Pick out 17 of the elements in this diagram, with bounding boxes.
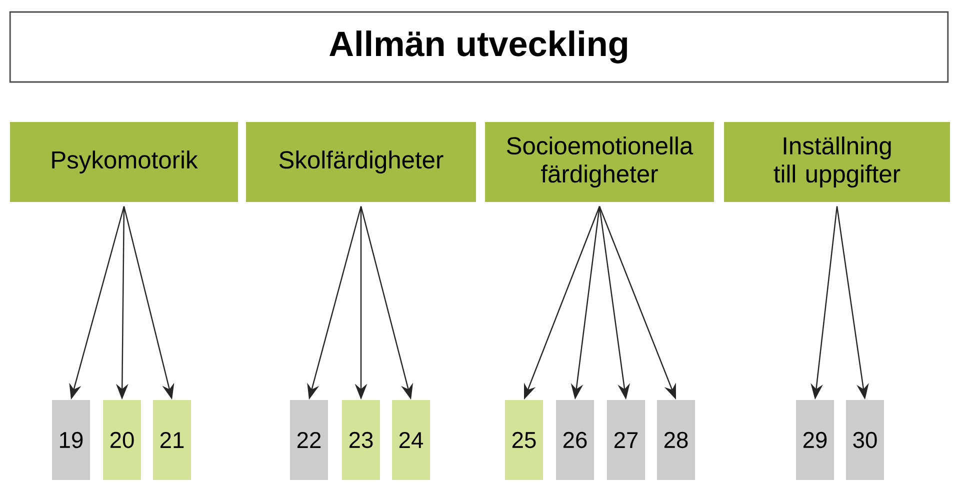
number-box: 30 — [846, 400, 884, 480]
number-box: 24 — [392, 400, 430, 480]
number-box: 19 — [52, 400, 90, 480]
number-box: 25 — [505, 400, 543, 480]
number-box: 22 — [290, 400, 328, 480]
number-box: 27 — [607, 400, 645, 480]
category-box: Socioemotionella färdigheter — [485, 122, 714, 202]
number-box: 28 — [657, 400, 695, 480]
category-box: Inställning till uppgifter — [724, 122, 950, 202]
number-box: 20 — [103, 400, 141, 480]
title-box: Allmän utveckling — [9, 11, 949, 83]
number-box: 21 — [153, 400, 191, 480]
category-box: Skolfärdigheter — [246, 122, 476, 202]
number-box: 26 — [556, 400, 594, 480]
number-box: 23 — [342, 400, 380, 480]
category-box: Psykomotorik — [10, 122, 238, 202]
number-box: 29 — [796, 400, 834, 480]
